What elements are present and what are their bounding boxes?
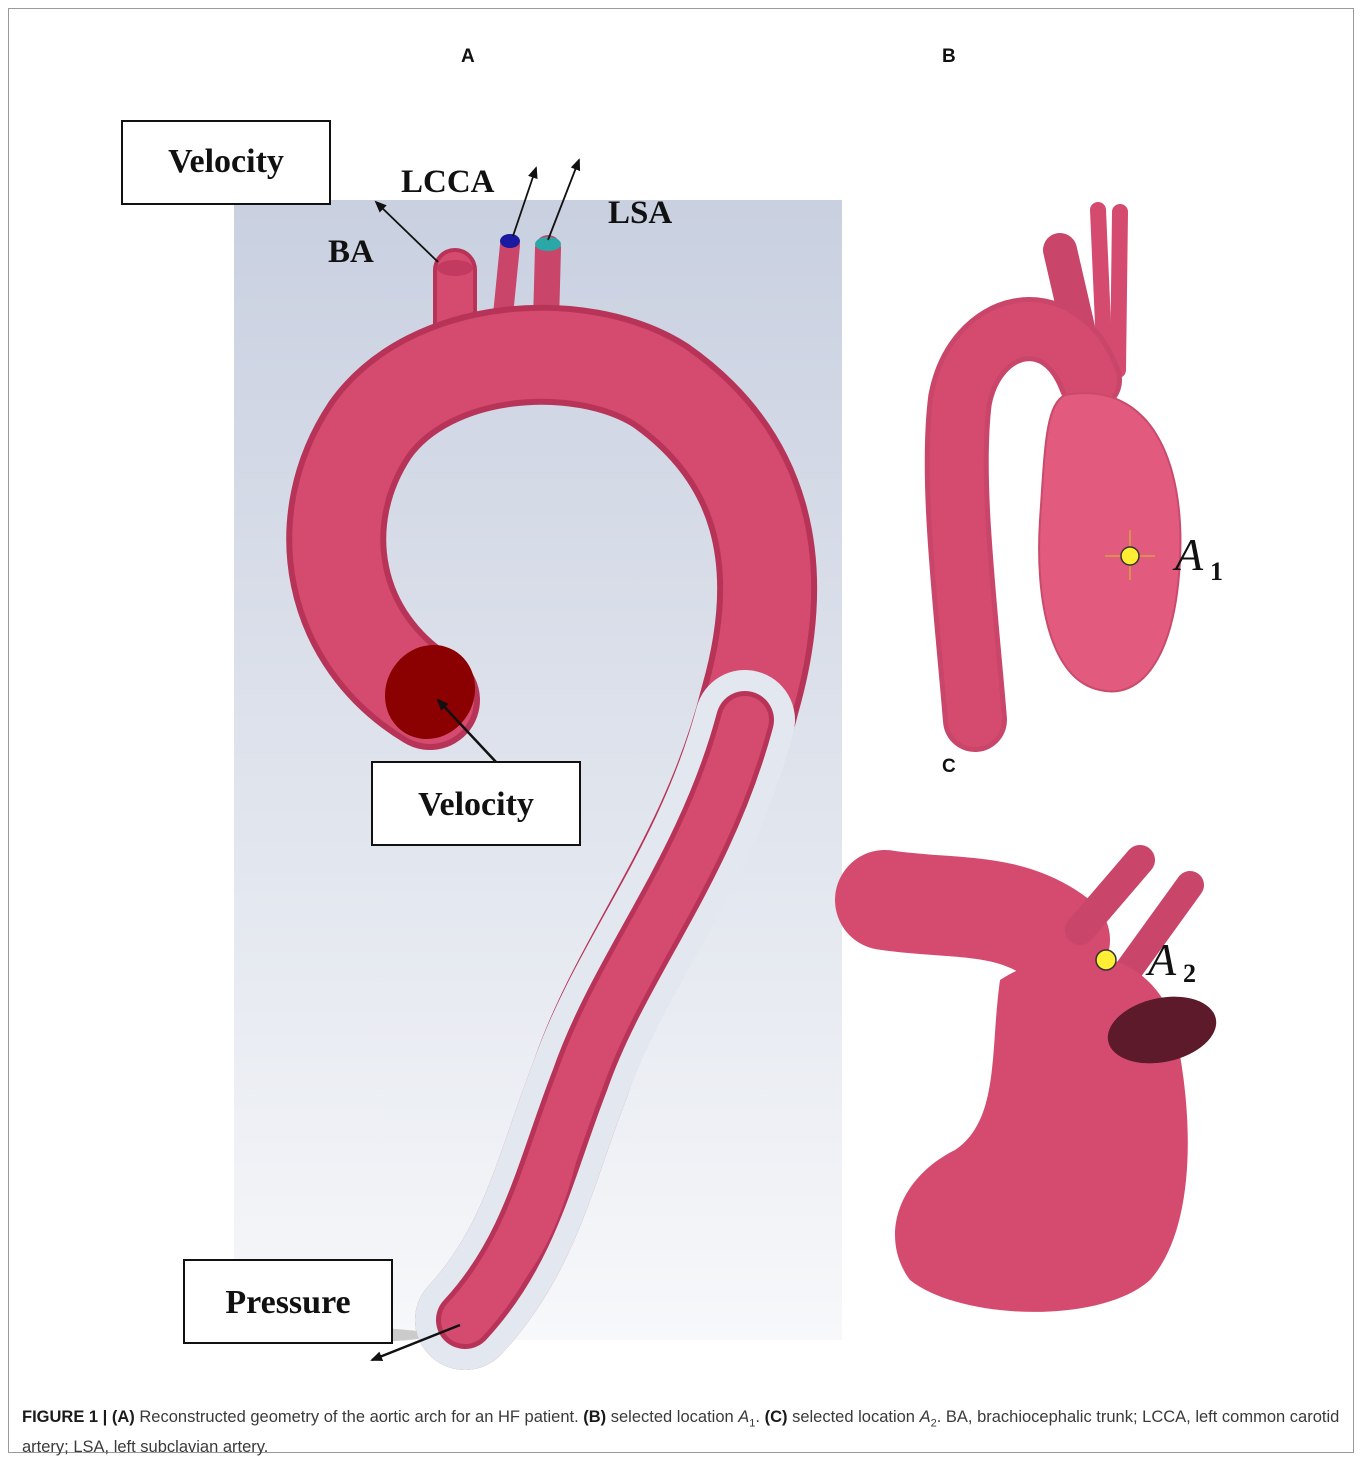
caption-b-loc: A xyxy=(738,1408,749,1426)
caption-figure-label: FIGURE 1 | xyxy=(22,1408,107,1426)
caption-b-text-post: . xyxy=(755,1408,764,1426)
a1-marker xyxy=(1121,547,1139,565)
a2-marker xyxy=(1096,950,1116,970)
ba-label: BA xyxy=(328,234,374,270)
pressure-label: Pressure xyxy=(225,1284,350,1321)
lcca-outlet xyxy=(500,234,520,248)
a2-label: A xyxy=(1145,934,1177,985)
caption-b-text-pre: selected location xyxy=(606,1408,738,1426)
velocity-mid-label: Velocity xyxy=(418,786,534,823)
a2-subscript: 2 xyxy=(1183,959,1196,988)
caption-b-tag: (B) xyxy=(583,1408,606,1426)
panel-b-ascending xyxy=(1039,393,1180,691)
a1-subscript: 1 xyxy=(1210,557,1223,586)
caption-c-tag: (C) xyxy=(765,1408,788,1426)
velocity-top-label: Velocity xyxy=(168,143,284,180)
caption-a-tag: (A) xyxy=(112,1408,135,1426)
figure-illustration: Velocity Velocity Pressure BA LCCA LSA A… xyxy=(0,0,1360,1400)
lsa-label: LSA xyxy=(608,195,672,231)
panel-c-model xyxy=(885,860,1190,975)
lcca-label: LCCA xyxy=(401,164,495,200)
figure-caption: FIGURE 1 | (A) Reconstructed geometry of… xyxy=(22,1405,1342,1459)
caption-c-text-pre: selected location xyxy=(787,1408,919,1426)
a1-label: A xyxy=(1172,529,1204,580)
ba-outlet xyxy=(437,260,473,276)
caption-c-loc: A xyxy=(920,1408,931,1426)
caption-a-text: Reconstructed geometry of the aortic arc… xyxy=(135,1408,583,1426)
